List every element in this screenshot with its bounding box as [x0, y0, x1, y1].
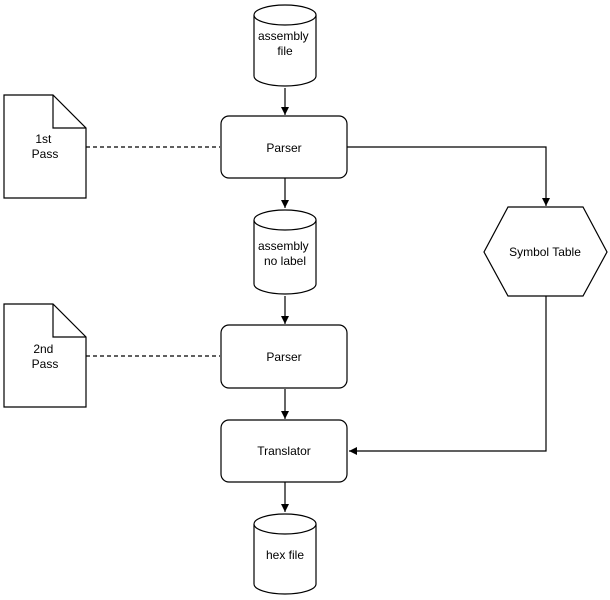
svg-text:assembly file: assembly file [258, 29, 312, 58]
edges [86, 88, 550, 512]
parser-2-box [220, 324, 348, 389]
assembly-file-label-line-1: assembly [258, 29, 309, 43]
hex-file-node: hex file [253, 513, 317, 595]
translator-node: Translator [220, 419, 348, 483]
parser-1-box [220, 115, 348, 179]
first-pass-note-shape [3, 94, 87, 199]
second-pass-label-line-1: 2nd [33, 342, 53, 356]
second-pass-note-shape [3, 303, 87, 408]
translator-box [220, 419, 348, 483]
hex-file-cylinder [253, 524, 317, 595]
parser-1-label: Parser [266, 141, 301, 155]
first-pass-label-line-2: Pass [32, 147, 59, 161]
assembly-file-node: assembly file [253, 4, 317, 87]
parser-2-label: Parser [266, 350, 301, 364]
assembly-no-label-cylinder [253, 220, 317, 295]
hex-file-cylinder-top [253, 513, 317, 535]
symbol-table-hexagon [483, 206, 608, 297]
assembly-file-cylinder [253, 15, 317, 87]
assembly-no-label-cylinder-top [253, 209, 317, 231]
parser-2-node: Parser [220, 324, 348, 389]
translator-label: Translator [257, 444, 311, 458]
svg-text:1st Pass: 1st Pass [32, 132, 59, 161]
second-pass-label-line-2: Pass [32, 357, 59, 371]
second-pass-note-fold [52, 304, 86, 338]
hex-file-label: hex file [266, 548, 304, 562]
assembly-file-label-line-2: file [277, 44, 293, 58]
assembly-no-label-node: assembly no label [253, 209, 317, 295]
assembly-no-label-line-2: no label [264, 254, 306, 268]
second-pass-note: 2nd Pass [3, 303, 87, 408]
edge-parser-1-to-symbol-table [347, 146, 550, 206]
parser-1-node: Parser [220, 115, 348, 179]
assembly-no-label-line-1: assembly [258, 239, 309, 253]
symbol-table-label: Symbol Table [509, 245, 581, 259]
svg-text:2nd Pass: 2nd Pass [32, 342, 59, 371]
assembly-file-cylinder-top [253, 4, 317, 26]
edge-symbol-table-to-translator [349, 296, 547, 455]
svg-text:assembly no label: assembly no label [258, 239, 312, 268]
first-pass-note: 1st Pass [3, 94, 87, 199]
first-pass-label-line-1: 1st [35, 132, 52, 146]
first-pass-note-fold [52, 95, 86, 129]
symbol-table-node: Symbol Table [483, 206, 608, 297]
